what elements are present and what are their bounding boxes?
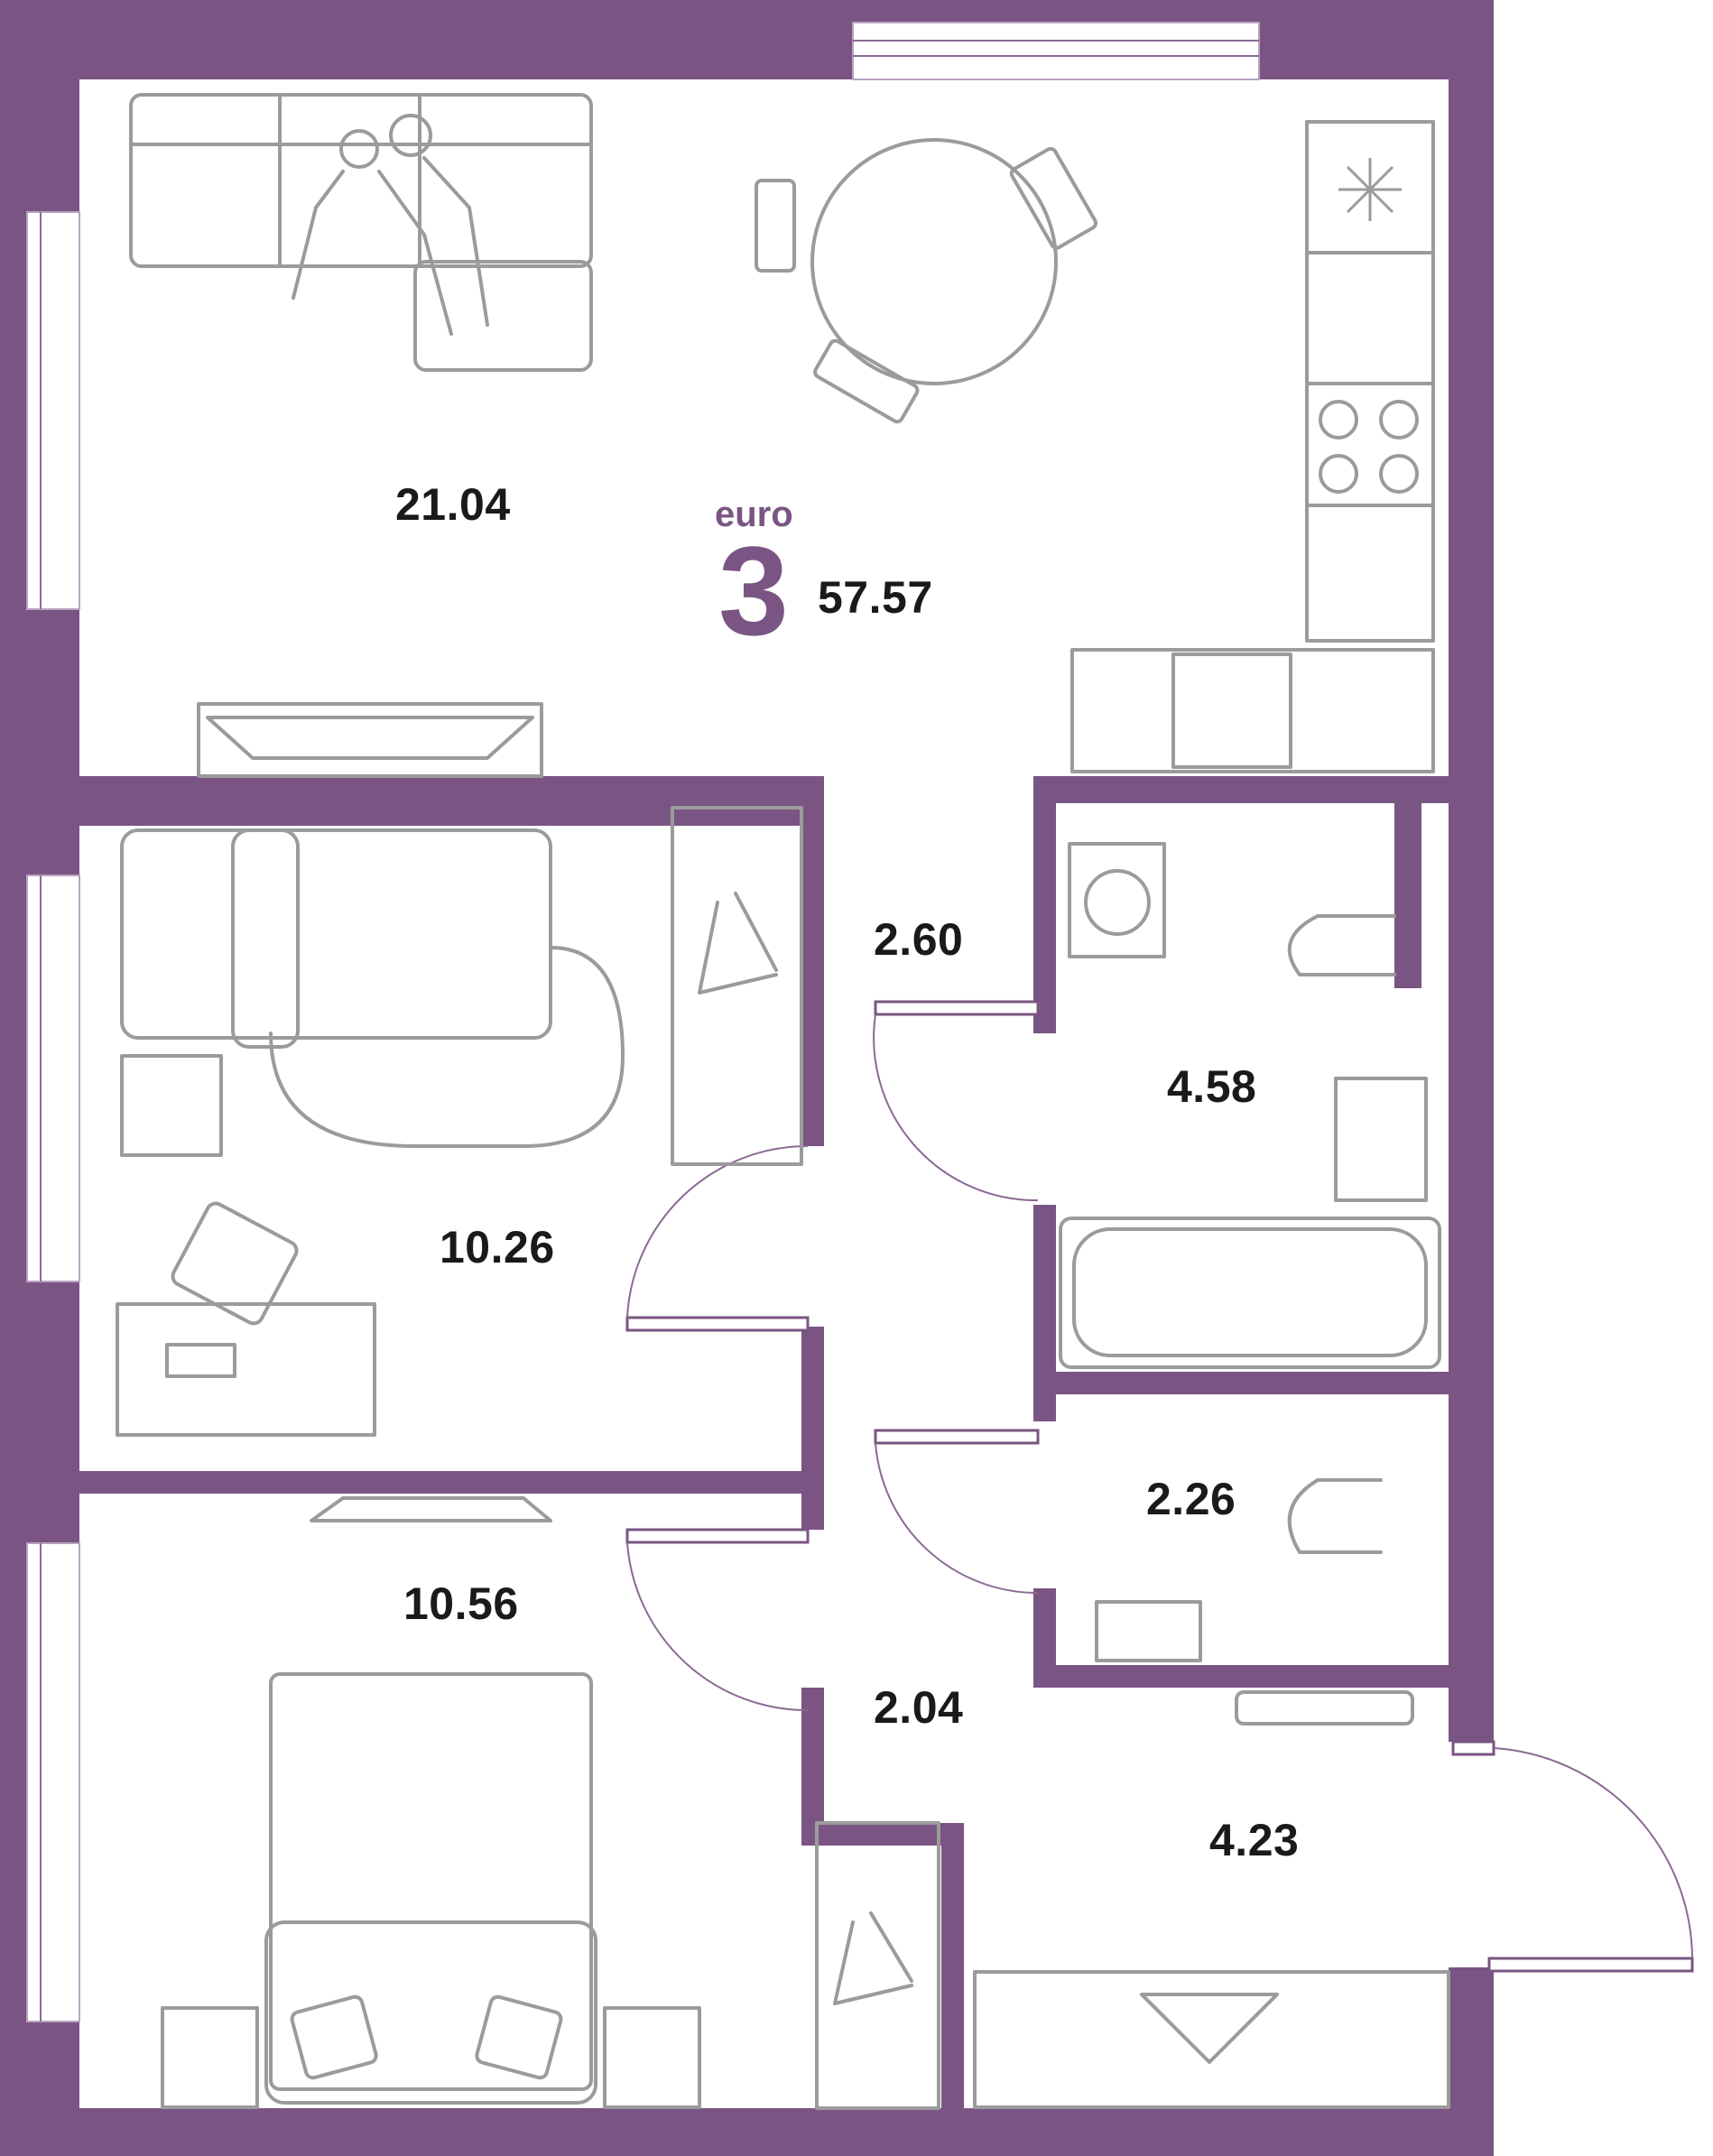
toilet-1 — [1287, 914, 1396, 976]
area-toilet: 2.26 — [1146, 1474, 1236, 1524]
dining-table — [755, 138, 1098, 424]
total-area: 57.57 — [818, 572, 933, 623]
snowflake-icon — [1338, 158, 1402, 221]
tv-stand — [197, 702, 543, 778]
bathtub — [1059, 1217, 1441, 1369]
people-icon — [292, 114, 489, 336]
wardrobe-2 — [815, 1821, 940, 2110]
windows — [26, 22, 1260, 2022]
rooms-count: 3 — [718, 520, 789, 662]
desk — [116, 1201, 376, 1437]
hall-wardrobe — [973, 1970, 1450, 2109]
washing-machine — [1068, 842, 1166, 958]
area-bedroom-2: 10.56 — [403, 1578, 519, 1629]
interior-walls — [79, 776, 1449, 2112]
flat-type-label: euro — [715, 495, 793, 534]
sink-1 — [1334, 1077, 1428, 1202]
nightstand — [120, 1054, 223, 1157]
coat-rack — [1235, 1690, 1414, 1726]
wardrobe-1 — [671, 806, 803, 1166]
area-bedroom-1: 10.26 — [440, 1222, 555, 1272]
area-bathroom: 4.58 — [1167, 1061, 1257, 1112]
sink-2 — [1095, 1600, 1202, 1662]
doors — [625, 1000, 1694, 1973]
area-corridor-north: 2.60 — [874, 914, 964, 965]
kitchen-counter — [1070, 120, 1435, 773]
nightstands — [161, 2006, 701, 2109]
tv — [310, 1496, 552, 1522]
single-bed — [120, 828, 625, 1148]
sofa — [129, 93, 593, 372]
area-living-kitchen: 21.04 — [395, 479, 511, 530]
double-bed — [264, 1672, 597, 2105]
area-corridor-south: 2.04 — [874, 1682, 964, 1733]
toilet-2 — [1287, 1478, 1383, 1554]
area-hallway: 4.23 — [1209, 1815, 1300, 1865]
